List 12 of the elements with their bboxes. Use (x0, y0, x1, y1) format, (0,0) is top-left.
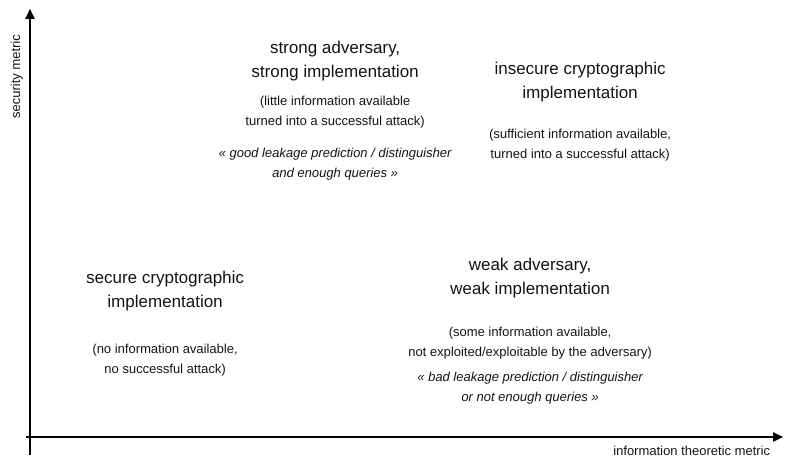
quadrant-description: (sufficient information available, turned into a successful attack) (489, 125, 671, 164)
quadrant-heading: insecure cryptographic implementation (494, 58, 666, 104)
quadrant-note: « good leakage prediction / distinguisher and enough queries » (218, 144, 452, 182)
axis-label: information theoretic metric (613, 442, 770, 460)
quadrant-description: (little information available turned into a successful attack) (245, 92, 425, 130)
quadrant-heading: weak adversary, weak implementation (450, 254, 610, 300)
axis-label: security metric (6, 34, 24, 118)
quadrant-description: (some information available, not exploited/exploitable by the adversary) (408, 323, 652, 362)
quadrant-heading: strong adversary, strong implementation (251, 37, 419, 83)
quadrant-note: « bad leakage prediction / distinguisher or not enough queries » (417, 368, 643, 406)
quadrant-heading: secure cryptographic implementation (86, 267, 244, 313)
quadrant-description: (no information available, no successful attack) (92, 340, 238, 378)
